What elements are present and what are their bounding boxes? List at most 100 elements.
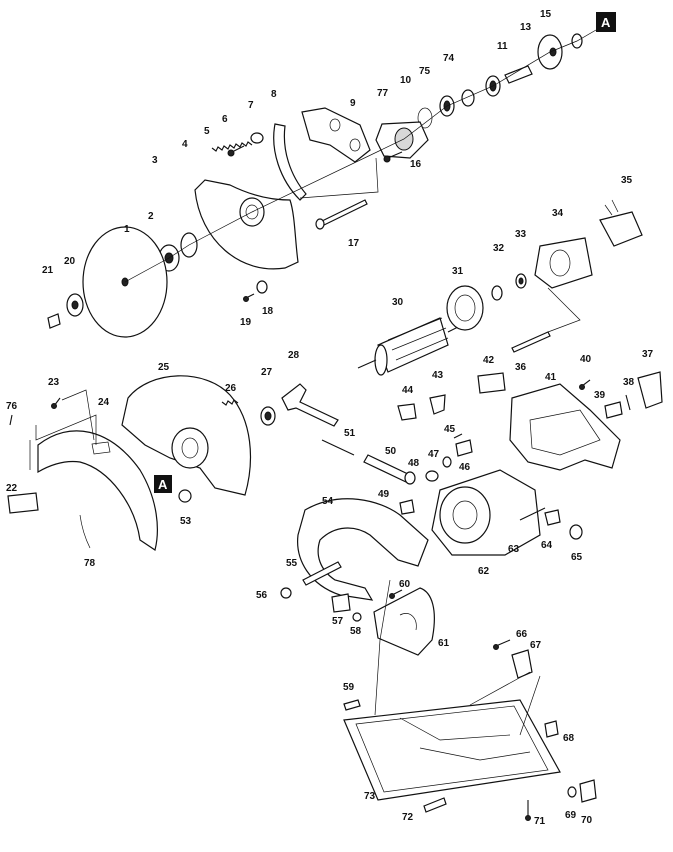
part-39-switch [604, 401, 623, 419]
part-label-61: 61 [438, 638, 450, 649]
part-label-13: 13 [520, 22, 532, 33]
part-49-bracket [399, 499, 415, 515]
part-label-64: 64 [541, 540, 553, 551]
part-63-screw [519, 507, 546, 521]
part-label-74: 74 [443, 53, 455, 64]
part-label-31: 31 [452, 266, 464, 277]
part-45-spring [453, 433, 463, 439]
part-label-10: 10 [400, 75, 412, 86]
part-56-screw [280, 587, 292, 599]
part-label-4: 4 [182, 139, 188, 150]
part-label-9: 9 [350, 98, 356, 109]
part-50-pin [363, 454, 411, 483]
part-55-pin [302, 561, 342, 586]
part-22-plate [7, 492, 39, 514]
part-label-19: 19 [240, 317, 252, 328]
part-64-clamp [544, 509, 561, 526]
part-label-18: 18 [262, 306, 274, 317]
part-4-spring [211, 141, 253, 152]
part-78-clip [79, 514, 91, 549]
part-54-front-handle [297, 498, 429, 601]
part-77-ring [417, 107, 433, 129]
part-21-bolt [47, 313, 61, 329]
part-label-47: 47 [428, 449, 440, 460]
part-44-brush [397, 403, 417, 421]
part-label-25: 25 [158, 362, 170, 373]
part-68-knob [544, 720, 559, 738]
part-label-69: 69 [565, 810, 577, 821]
part-16-screw [387, 151, 403, 159]
part-30-armature [377, 317, 449, 373]
part-18-washer [256, 280, 268, 294]
part-label-16: 16 [410, 159, 422, 170]
part-label-7: 7 [248, 100, 254, 111]
part-label-35: 35 [621, 175, 633, 186]
part-38-spring [625, 394, 631, 411]
part-label-27: 27 [261, 367, 273, 378]
part-label-51: 51 [344, 428, 356, 439]
part-label-62: 62 [478, 566, 490, 577]
part-label-72: 72 [402, 812, 414, 823]
part-72-pin [423, 797, 447, 813]
part-61-bevel-bracket [373, 587, 435, 656]
part-label-73: 73 [364, 791, 376, 802]
part-label-70: 70 [581, 815, 593, 826]
part-label-34: 34 [552, 208, 564, 219]
part-label-24: 24 [98, 397, 110, 408]
part-label-20: 20 [64, 256, 76, 267]
part-label-56: 56 [256, 590, 268, 601]
part-label-55: 55 [286, 558, 298, 569]
part-label-66: 66 [516, 629, 528, 640]
part-label-76: 76 [6, 401, 18, 412]
part-label-15: 15 [540, 9, 552, 20]
part-label-53: 53 [180, 516, 192, 527]
part-26-spring [221, 399, 239, 406]
part-label-67: 67 [530, 640, 542, 651]
part-6-washer [250, 132, 264, 144]
part-label-71: 71 [534, 816, 546, 827]
part-75-washer [461, 89, 475, 107]
part-58-washer [352, 612, 362, 622]
part-label-46: 46 [459, 462, 471, 473]
part-label-41: 41 [545, 372, 557, 383]
part-label-21: 21 [42, 265, 54, 276]
part-label-39: 39 [594, 390, 606, 401]
part-17-long-screw [319, 199, 368, 227]
part-label-40: 40 [580, 354, 592, 365]
part-label-68: 68 [563, 733, 575, 744]
part-label-33: 33 [515, 229, 527, 240]
part-48-cap [425, 470, 439, 482]
part-label-30: 30 [392, 297, 404, 308]
part-label-57: 57 [332, 616, 344, 627]
part-label-38: 38 [623, 377, 635, 388]
part-label-6: 6 [222, 114, 228, 125]
part-label-60: 60 [399, 579, 411, 590]
part-43-brush [429, 394, 446, 415]
part-label-2: 2 [148, 211, 154, 222]
part-label-17: 17 [348, 238, 360, 249]
part-label-3: 3 [152, 155, 158, 166]
part-label-48: 48 [408, 458, 420, 469]
part-73-base-plate [343, 699, 561, 801]
part-32-bearing [491, 285, 503, 301]
part-47-washer [442, 456, 452, 468]
part-label-1: 1 [124, 224, 130, 235]
part-8-lever-plate [301, 107, 371, 163]
part-label-8: 8 [271, 89, 277, 100]
part-41-handle-cover [509, 383, 621, 471]
part-57-lever [331, 593, 351, 613]
part-label-28: 28 [288, 350, 300, 361]
part-label-32: 32 [493, 243, 505, 254]
part-label-45: 45 [444, 424, 456, 435]
part-label-75: 75 [419, 66, 431, 77]
part-5-screw [231, 145, 245, 153]
part-66-screw [495, 639, 511, 647]
part-65-knob [569, 524, 583, 540]
part-37-trigger [637, 371, 663, 409]
part-label-37: 37 [642, 349, 654, 360]
part-label-49: 49 [378, 489, 390, 500]
marker-label: A [601, 15, 611, 30]
part-label-78: 78 [84, 558, 96, 569]
part-label-23: 23 [48, 377, 60, 388]
